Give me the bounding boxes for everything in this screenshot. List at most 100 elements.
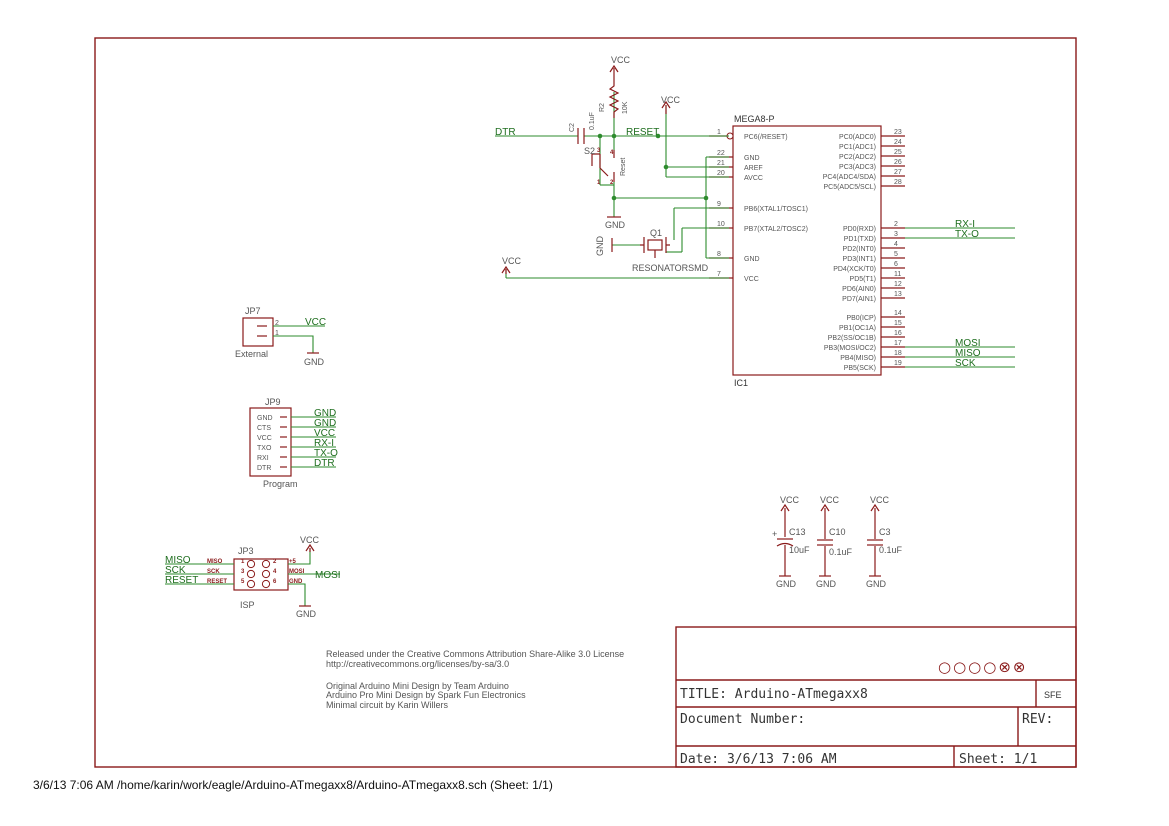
svg-text:10: 10 [717, 221, 725, 228]
c10-capacitor[interactable]: VCC C10 0.1uF GND [816, 495, 853, 589]
ic1-ref: IC1 [734, 378, 748, 388]
svg-text:VCC: VCC [257, 435, 272, 442]
svg-text:GND: GND [314, 408, 336, 419]
s2-reset-switch[interactable]: S2 Reset 3 4 1 2 [584, 146, 627, 186]
svg-text:5: 5 [241, 579, 245, 585]
svg-text:AVCC: AVCC [744, 175, 763, 182]
q1-resonator[interactable]: Q1 RESONATORSMD GND [595, 228, 709, 273]
svg-text:MOSI: MOSI [315, 570, 341, 581]
svg-text:DTR: DTR [257, 465, 271, 472]
svg-text:C13: C13 [789, 527, 806, 537]
svg-text:2: 2 [275, 320, 279, 327]
svg-text:MISO: MISO [165, 555, 191, 566]
svg-text:25: 25 [894, 149, 902, 156]
svg-text:GND: GND [257, 415, 273, 422]
svg-text:SCK: SCK [165, 565, 186, 576]
svg-text:SCK: SCK [207, 569, 220, 575]
c2-capacitor[interactable]: C2 0.1uF [569, 112, 596, 144]
svg-text:PB7(XTAL2/TOSC2): PB7(XTAL2/TOSC2) [744, 226, 808, 233]
svg-text:RX-I: RX-I [955, 219, 975, 230]
svg-text:23: 23 [894, 129, 902, 136]
c3-capacitor[interactable]: VCC C3 0.1uF GND [866, 495, 903, 589]
svg-text:C2: C2 [569, 123, 576, 132]
svg-text:10uF: 10uF [789, 545, 810, 555]
svg-text:RESET: RESET [207, 579, 227, 585]
svg-text:CTS: CTS [257, 425, 271, 432]
jp9-pin-gnd: GND GND [257, 408, 336, 422]
vcc-symbol-avcc: VCC [661, 95, 681, 114]
svg-text:1: 1 [717, 129, 721, 136]
print-footer: 3/6/13 7:06 AM /home/karin/work/eagle/Ar… [33, 778, 553, 792]
r2-resistor[interactable]: R2 10K [599, 80, 629, 118]
svg-text:GND: GND [304, 357, 325, 367]
svg-text:Arduino Pro Mini Design by Spa: Arduino Pro Mini Design by Spark Fun Ele… [326, 690, 526, 700]
svg-text:VCC: VCC [780, 495, 800, 505]
svg-text:RX-I: RX-I [314, 438, 334, 449]
svg-text:TXO: TXO [257, 445, 272, 452]
svg-text:S2: S2 [584, 146, 595, 156]
sfe-logo-text: SFE [1044, 690, 1062, 700]
svg-text:DTR: DTR [314, 458, 335, 469]
svg-text:GND: GND [776, 579, 797, 589]
svg-text:JP9: JP9 [265, 397, 281, 407]
svg-text:Minimal circuit by Karin Wille: Minimal circuit by Karin Willers [326, 700, 449, 710]
svg-text:C3: C3 [879, 527, 891, 537]
vcc-symbol-r2: VCC [609, 55, 631, 80]
svg-text:PD2(INT0): PD2(INT0) [843, 246, 876, 253]
svg-text:VCC: VCC [870, 495, 890, 505]
svg-text:27: 27 [894, 169, 902, 176]
svg-text:5: 5 [894, 251, 898, 258]
svg-text:9: 9 [717, 201, 721, 208]
svg-text:VCC: VCC [820, 495, 840, 505]
svg-text:TX-O: TX-O [955, 229, 979, 240]
svg-text:26: 26 [894, 159, 902, 166]
svg-text:PB3(MOSI/OC2): PB3(MOSI/OC2) [824, 345, 876, 352]
svg-text:1: 1 [275, 330, 279, 337]
svg-text:R2: R2 [599, 103, 606, 112]
license-notes: Released under the Creative Commons Attr… [326, 649, 624, 710]
reset-net-label: RESET [626, 127, 659, 138]
svg-text:http://creativecommons.org/lic: http://creativecommons.org/licenses/by-s… [326, 659, 509, 669]
svg-text:GND: GND [289, 579, 303, 585]
svg-text:PB1(OC1A): PB1(OC1A) [839, 325, 876, 332]
svg-text:21: 21 [717, 160, 725, 167]
c13-capacitor[interactable]: VCC + C13 10uF GND [772, 495, 810, 589]
svg-text:PB0(ICP): PB0(ICP) [846, 315, 876, 322]
svg-text:MISO: MISO [955, 348, 981, 359]
jp7-external-power-header[interactable]: JP7 2 1 VCC GND External [235, 306, 326, 367]
svg-text:RXI: RXI [257, 455, 269, 462]
svg-text:0.1uF: 0.1uF [589, 112, 596, 130]
svg-text:Program: Program [263, 479, 298, 489]
title-text: TITLE: Arduino-ATmegaxx8 [680, 687, 868, 702]
ic1-microcontroller[interactable]: MEGA8-P IC1 1PC6(/RESET)22GND21AREF20AVC… [709, 114, 905, 388]
svg-text:4: 4 [273, 569, 277, 575]
svg-text:18: 18 [894, 350, 902, 357]
svg-text:15: 15 [894, 320, 902, 327]
svg-text:+5: +5 [289, 559, 297, 565]
svg-text:10K: 10K [622, 101, 629, 114]
ic1-right-pins: 23PC0(ADC0)24PC1(ADC1)25PC2(ADC2)26PC3(A… [823, 129, 905, 372]
svg-text:6: 6 [894, 261, 898, 268]
svg-text:1: 1 [241, 559, 245, 565]
svg-text:12: 12 [894, 281, 902, 288]
svg-text:2: 2 [273, 559, 277, 565]
svg-text:AREF: AREF [744, 165, 763, 172]
svg-text:PD5(T1): PD5(T1) [850, 276, 876, 283]
